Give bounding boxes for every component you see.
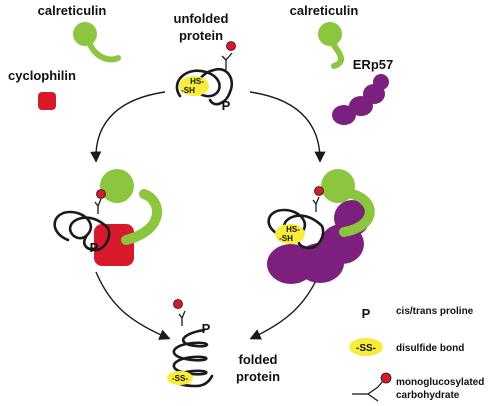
unfolded-protein-label-1: unfolded — [174, 11, 229, 26]
erp57-complex-sh: -SH — [279, 234, 293, 243]
legend-proline-text: cis/trans proline — [396, 306, 474, 317]
unfolded-proline-label: P — [222, 98, 231, 113]
erp57-complex-hs: HS- — [286, 225, 300, 234]
calreticulin-top-right — [318, 22, 344, 69]
legend-carbohydrate-icon — [352, 372, 392, 402]
arrow-to-cyclophilin-complex — [90, 91, 166, 163]
legend: P cis/trans proline -SS- disulfide bond … — [349, 306, 484, 402]
folded-protein-label-1: folded — [239, 352, 278, 367]
erp57-complex: HS- -SH — [267, 169, 375, 284]
erp57-label: ERp57 — [353, 57, 393, 72]
unfolded-protein-label-2: protein — [179, 28, 223, 43]
legend-proline-symbol: P — [362, 306, 371, 321]
erp57-shape — [332, 74, 389, 125]
calreticulin-right-label: calreticulin — [290, 3, 359, 18]
arrow-from-cyclophilin-complex — [95, 271, 171, 340]
unfolded-protein: HS- -SH P — [175, 41, 236, 113]
folded-disulfide-label: -SS- — [172, 374, 188, 383]
sh-label: -SH — [181, 86, 195, 95]
cyclophilin-label: cyclophilin — [8, 68, 76, 83]
legend-carbohydrate-text-2: carbohydrate — [396, 390, 460, 401]
legend-disulfide-swatch — [349, 338, 383, 356]
legend-disulfide-text: disulfide bond — [396, 343, 464, 354]
cyclophilin-complex-proline: P — [90, 240, 99, 255]
legend-carbohydrate-text-1: monoglucosylated — [396, 377, 484, 388]
hs-label: HS- — [190, 77, 204, 86]
folded-protein-label-2: protein — [236, 369, 280, 384]
arrow-to-erp57-complex — [249, 91, 326, 163]
legend-disulfide-symbol: -SS- — [356, 343, 376, 354]
folded-protein: P -SS- — [167, 299, 214, 388]
folded-proline-label: P — [202, 321, 211, 336]
calreticulin-left-label: calreticulin — [38, 3, 107, 18]
cyclophilin-complex: P — [53, 169, 162, 266]
cyclophilin-shape — [38, 92, 56, 110]
calreticulin-top-left — [73, 22, 121, 63]
